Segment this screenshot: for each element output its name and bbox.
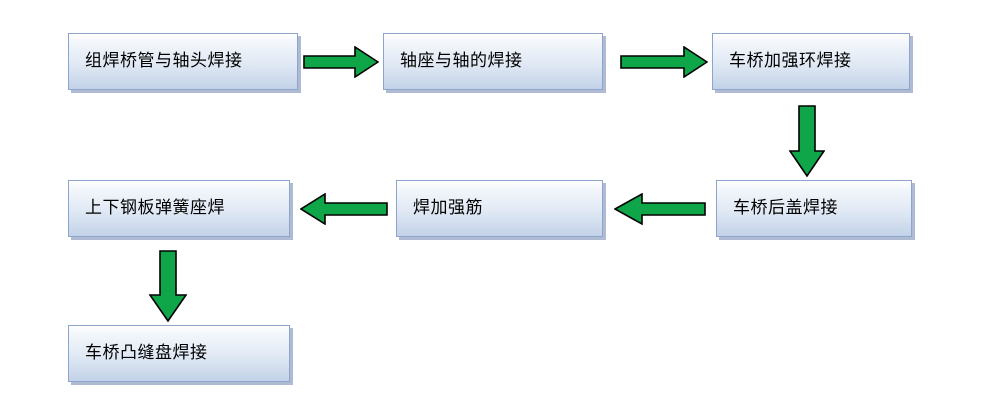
process-box-label: 车桥后盖焊接 [733,198,838,219]
process-box-shangxia-gangban-tanhuangzuo-han[interactable]: 上下钢板弹簧座焊 [68,180,290,237]
process-box-label: 组焊桥管与轴头焊接 [85,51,243,72]
arrow-down-n3-to-n4 [789,105,825,177]
process-box-zuhan-qiaoguan-zhoutou[interactable]: 组焊桥管与轴头焊接 [68,33,298,90]
process-box-label: 上下钢板弹簧座焊 [85,198,225,219]
arrow-down-n6-to-n7 [149,250,187,322]
arrow-right-n1-to-n2 [303,46,379,78]
process-box-label: 焊加强筋 [413,198,483,219]
process-box-han-jiaqiangjin[interactable]: 焊加强筋 [396,180,603,237]
process-box-cheqiao-hougai-hanjie[interactable]: 车桥后盖焊接 [716,180,912,237]
process-box-cheqiao-jiaqianghuan-hanjie[interactable]: 车桥加强环焊接 [712,33,910,90]
process-box-label: 车桥加强环焊接 [729,51,852,72]
arrow-right-n2-to-n3 [620,46,708,78]
arrow-left-n5-to-n6 [300,193,388,225]
arrow-left-n4-to-n5 [614,193,706,225]
process-box-label: 车桥凸缝盘焊接 [85,343,208,364]
process-box-label: 轴座与轴的焊接 [400,51,523,72]
process-box-cheqiao-tufengpan-hanjie[interactable]: 车桥凸缝盘焊接 [68,325,290,382]
process-box-zhouzuo-zhou-hanjie[interactable]: 轴座与轴的焊接 [383,33,603,90]
